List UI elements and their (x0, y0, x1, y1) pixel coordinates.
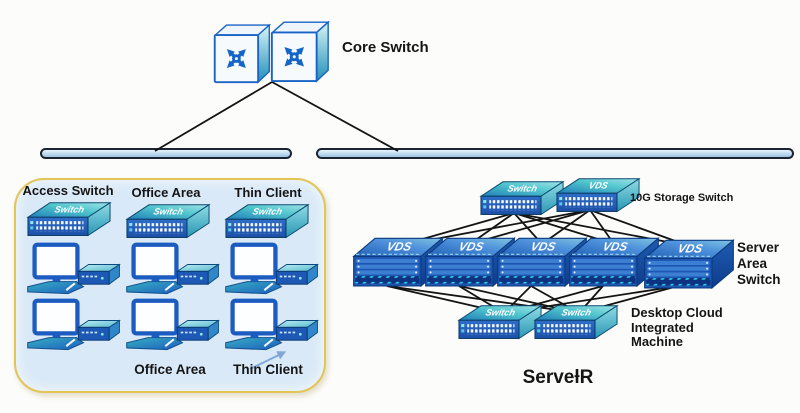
core-switch-icon (269, 19, 331, 83)
core-switch-label: Core Switch (342, 39, 429, 56)
vds-server-icon: VDS (497, 237, 587, 287)
workstation-icon (224, 299, 320, 354)
thin-client-header-label: Thin Client (234, 185, 302, 200)
vds-server-icon: VDS (353, 237, 443, 287)
workstation-icon (26, 299, 122, 354)
server-top-label: VDS (676, 242, 704, 256)
switch-top-label: Switch (53, 205, 85, 215)
vds-server-icon: VDS (569, 237, 659, 287)
server-top-label: VDS (601, 240, 629, 254)
vds-server-icon: VDS (425, 237, 515, 287)
storage-switch-icon: Switch (480, 181, 564, 215)
storage-switch-label: 10G Storage Switch (630, 192, 734, 204)
office-switch-icon: Switch (126, 204, 210, 238)
bus-bar-right (316, 148, 794, 159)
thin-client-switch-icon: Switch (225, 204, 309, 238)
switch-top-label: Switch (152, 207, 184, 217)
server-caption: ServeƚR (522, 367, 594, 388)
thin-client-arrow-icon (249, 351, 287, 370)
server-top-label: VDS (385, 240, 413, 254)
server-top-label: VDS (457, 240, 485, 254)
workstation-icon (224, 243, 320, 298)
bus-bar-left (40, 148, 292, 159)
office-area-footer-label: Office Area (134, 362, 206, 377)
thin-client-footer-label: Thin Client (233, 362, 303, 377)
server-area-switch-label: Server Area Switch (737, 240, 781, 287)
office-area-header-label: Office Area (131, 185, 201, 200)
switch-top-label: Switch (251, 207, 283, 217)
desktop-cloud-label: Desktop Cloud Integrated Machine (631, 305, 723, 349)
switch-top-label: Switch (560, 308, 592, 318)
desktop-cloud-switch-icon: Switch (458, 305, 542, 339)
server-top-label: VDS (529, 240, 557, 254)
desktop-cloud-switch-icon: Switch (534, 305, 618, 339)
workstation-icon (125, 243, 221, 298)
switch-top-label: Switch (484, 308, 516, 318)
workstation-icon (26, 243, 122, 298)
workstation-icon (125, 299, 221, 354)
access-switch-icon: Switch (27, 202, 111, 236)
switch-top-label: VDS (588, 181, 610, 191)
vds-server-icon: VDS (644, 239, 734, 289)
storage-switch-icon: VDS (556, 178, 640, 212)
core-switch-icon (212, 22, 272, 84)
switch-top-label: Switch (506, 184, 538, 194)
access-switch-header-label: Access Switch (22, 183, 114, 198)
